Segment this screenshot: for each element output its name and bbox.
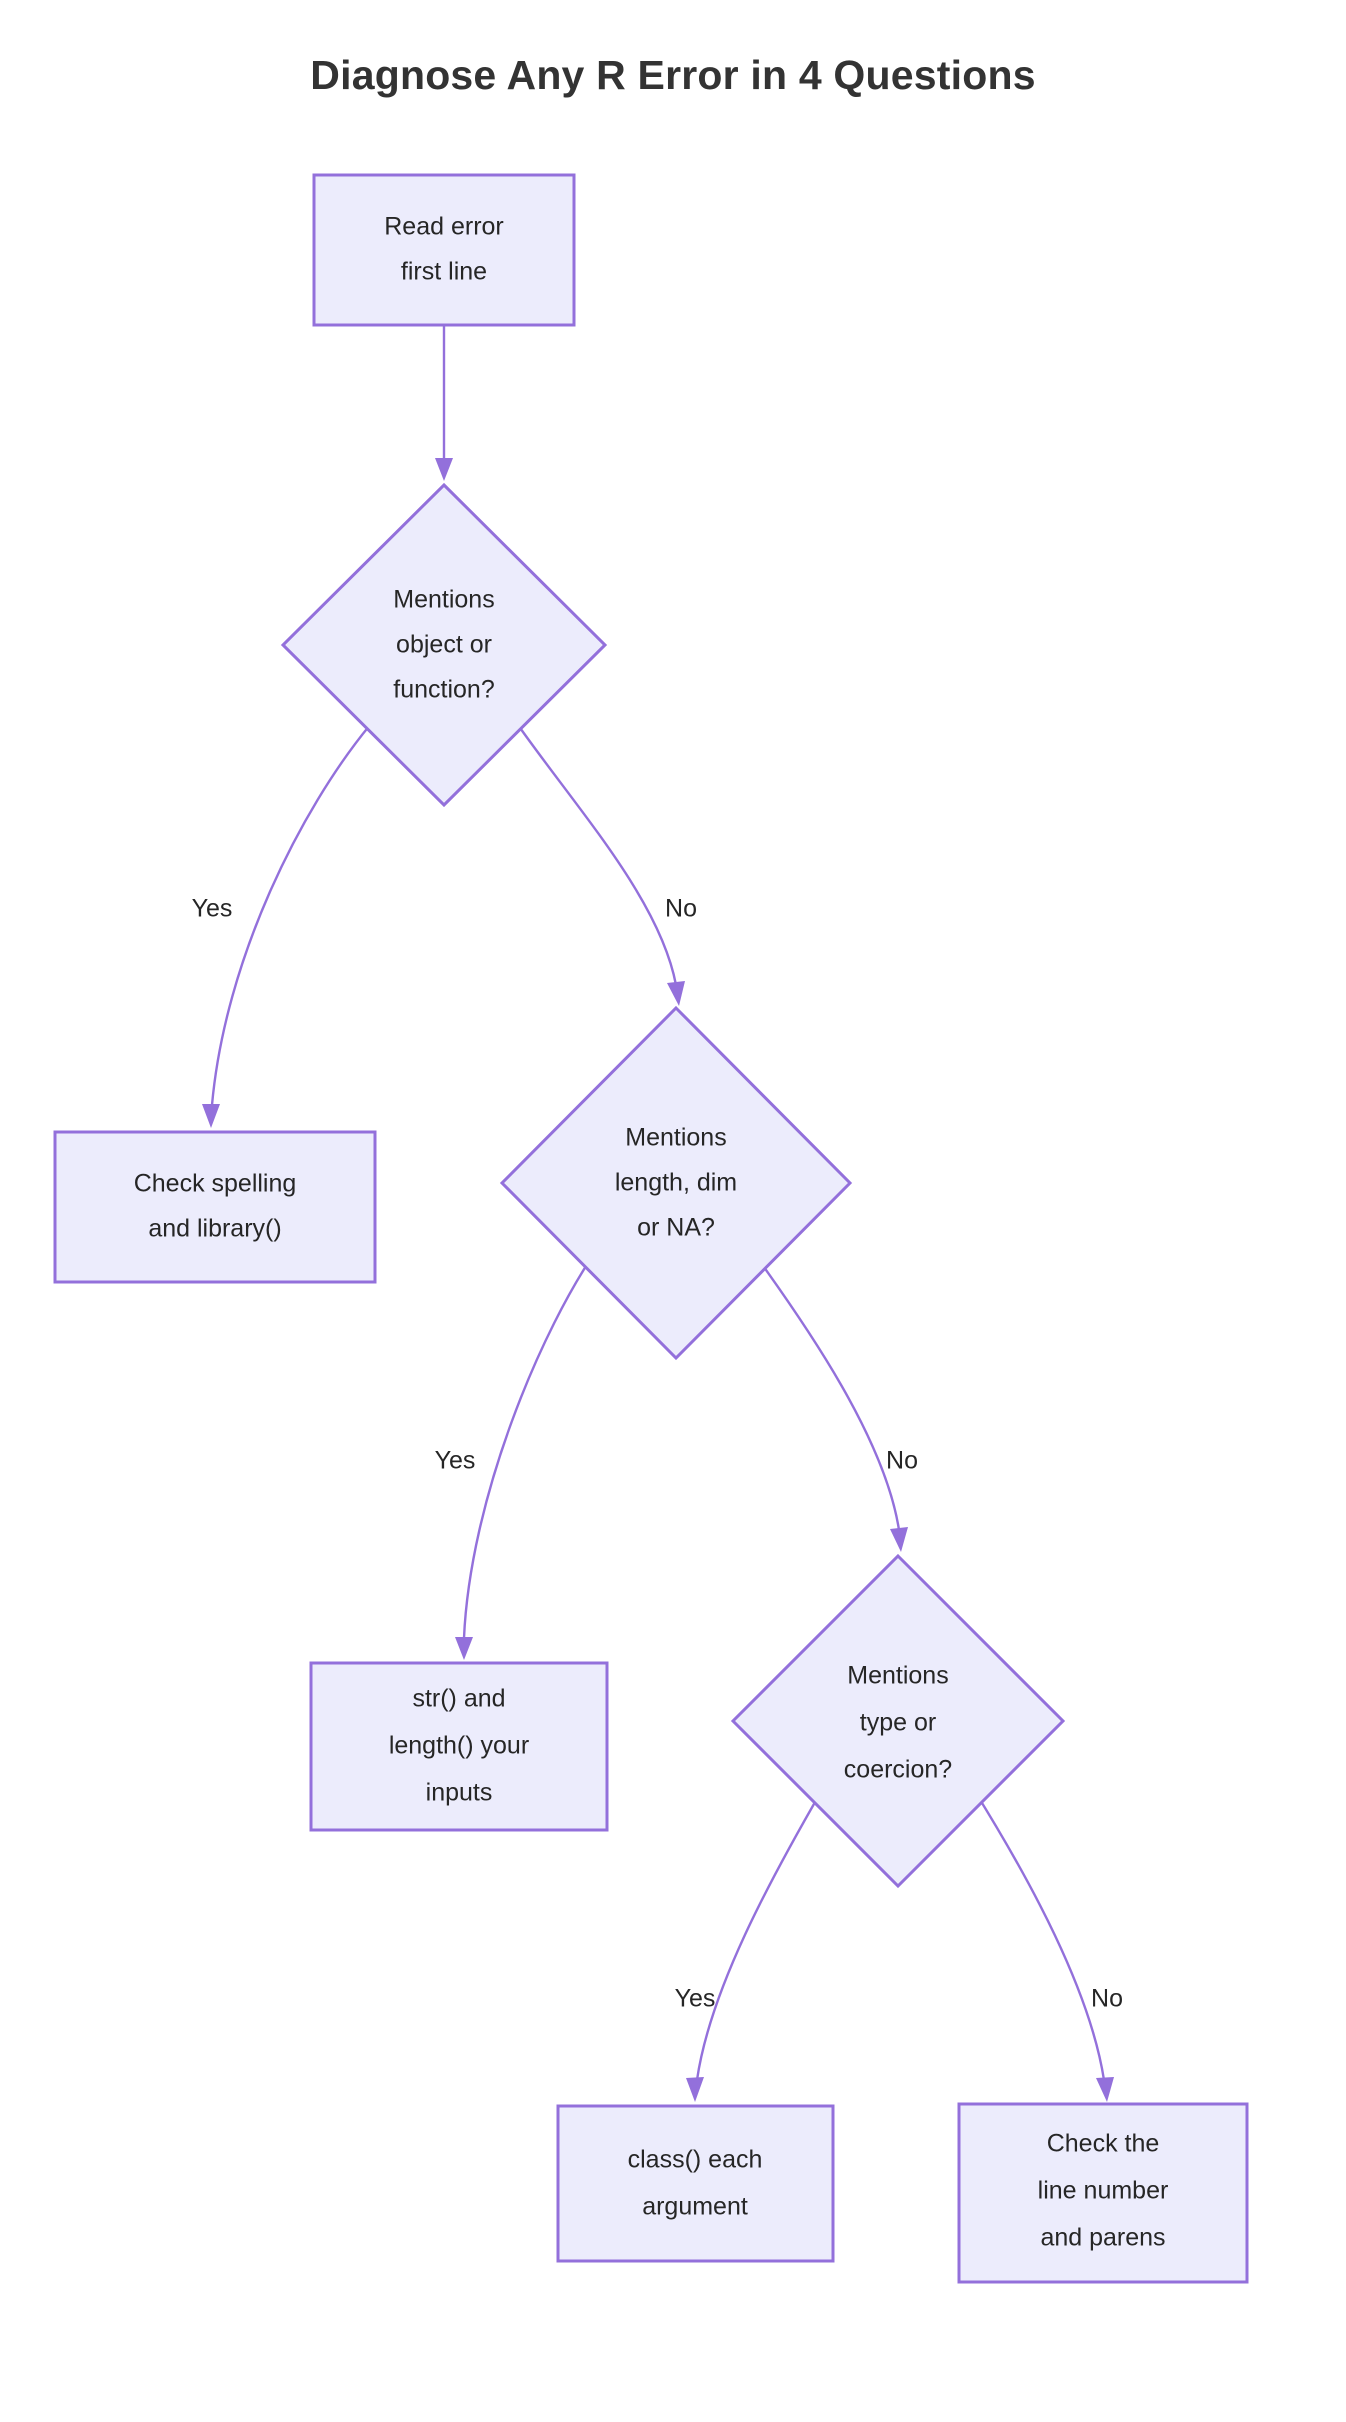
page-title: Diagnose Any R Error in 4 Questions [310,52,1036,98]
node-box[interactable] [309,1661,609,1832]
edge-mentions-object-no [517,724,685,1006]
edge-line [747,1244,901,1531]
node-label-line-1: Check spelling [134,1170,297,1198]
edge-mentions-length-yes [455,1244,601,1660]
node-label-line-2: first line [401,258,487,286]
node-label-line-3: and parens [1040,2224,1165,2252]
edge-mentions-type-yes [686,1789,824,2102]
node-read-error-first-line[interactable]: Read error first line [312,173,576,327]
edge-read-error-to-mentions-object [435,325,453,481]
arrowhead-icon [435,458,453,481]
edge-line [210,724,371,1106]
arrowhead-icon [686,2077,704,2102]
edge-label-d1-no: No [665,895,697,923]
node-label-line-2: argument [642,2193,748,2221]
node-str-and-length-your-inputs[interactable]: str() and length() your inputs [309,1661,609,1832]
node-label-line-1: Mentions [625,1124,726,1152]
edge-label-group: Yes No Yes No Yes No [192,895,1123,2013]
node-mentions-object-or-function[interactable]: Mentions object or function? [280,482,608,808]
node-label-line-1: str() and [412,1685,505,1713]
node-check-the-line-number-and-parens[interactable]: Check the line number and parens [957,2102,1249,2284]
edge-mentions-type-no [972,1789,1114,2102]
node-label-line-2: type or [860,1709,936,1737]
edge-label-d1-yes: Yes [192,895,233,923]
node-label-line-1: Read error [384,213,504,241]
node-box[interactable] [53,1130,377,1284]
edge-label-d3-yes: Yes [675,1985,716,2013]
node-label-line-1: Mentions [393,586,494,614]
node-label-line-1: Mentions [847,1662,948,1690]
node-label-line-2: length() your [389,1732,529,1760]
node-label-line-1: Check the [1047,2130,1160,2158]
node-mentions-type-or-coercion[interactable]: Mentions type or coercion? [730,1553,1066,1889]
node-box[interactable] [556,2104,835,2263]
node-label-line-1: class() each [628,2146,763,2174]
node-label-line-3: function? [393,676,494,704]
node-diamond[interactable] [730,1553,1066,1889]
edge-mentions-object-yes [202,724,371,1128]
node-diamond[interactable] [499,1005,853,1361]
node-label-line-3: or NA? [637,1214,715,1242]
arrowhead-icon [1096,2077,1114,2102]
edge-label-d2-no: No [886,1447,918,1475]
edge-label-d2-yes: Yes [435,1447,476,1475]
node-diamond[interactable] [280,482,608,808]
node-label-line-2: line number [1038,2177,1169,2205]
node-label-line-3: coercion? [844,1756,952,1784]
node-label-line-3: inputs [426,1779,493,1807]
node-box[interactable] [312,173,576,327]
edge-group [202,325,1114,2102]
edge-line [972,1789,1106,2081]
edge-mentions-length-no [747,1244,908,1552]
node-box[interactable] [957,2102,1249,2284]
node-label-line-2: and library() [148,1215,281,1243]
arrowhead-icon [455,1637,473,1660]
node-mentions-length-dim-or-na[interactable]: Mentions length, dim or NA? [499,1005,853,1361]
node-class-each-argument[interactable]: class() each argument [556,2104,835,2263]
arrowhead-icon [667,981,685,1006]
node-label-line-2: length, dim [615,1169,737,1197]
edge-line [695,1789,824,2081]
arrowhead-icon [202,1104,220,1128]
edge-line [462,1244,601,1639]
edge-line [517,724,678,986]
arrowhead-icon [890,1527,908,1552]
node-label-line-2: object or [396,631,492,659]
node-check-spelling-and-library[interactable]: Check spelling and library() [53,1130,377,1284]
edge-label-d3-no: No [1091,1985,1123,2013]
